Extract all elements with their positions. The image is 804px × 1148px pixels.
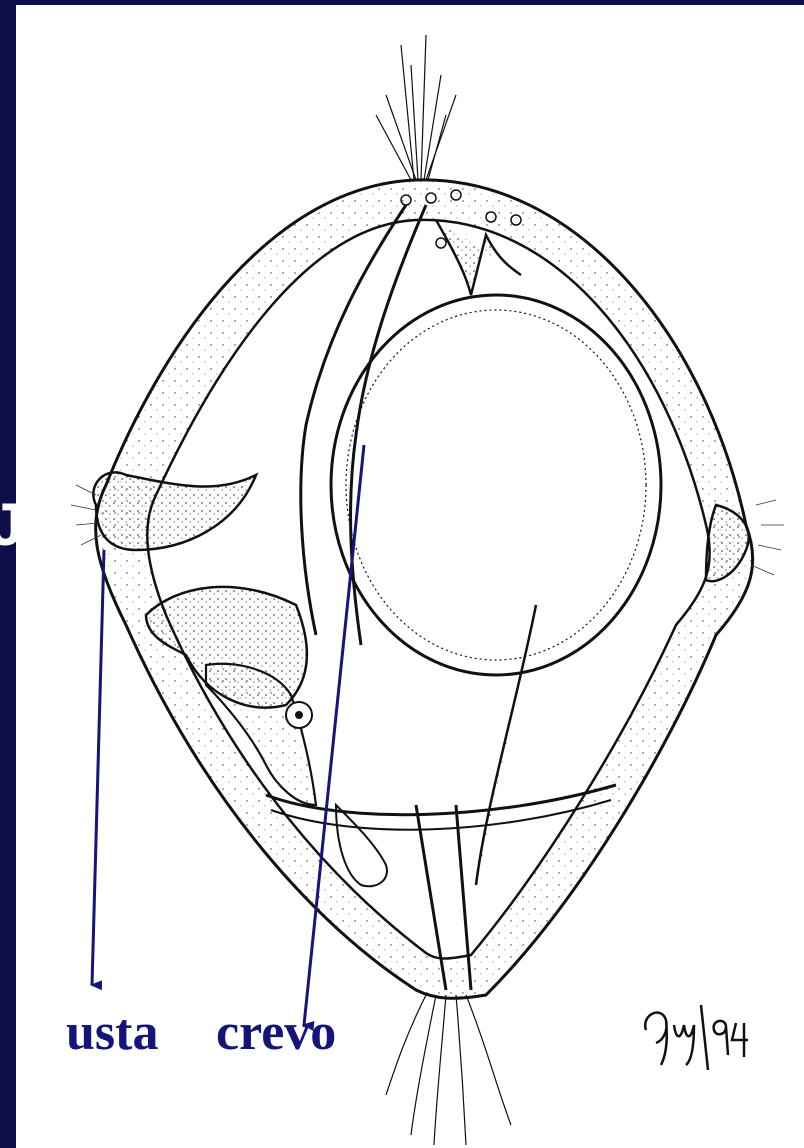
mouth-arrow <box>92 550 104 985</box>
bottom-tentacles <box>386 995 511 1145</box>
slide-left-border: J <box>0 0 16 1148</box>
artist-signature <box>636 985 756 1075</box>
central-sphere <box>331 295 661 675</box>
label-mouth: usta <box>66 1005 158 1061</box>
illustration-panel: usta crevo <box>16 5 804 1148</box>
label-gut: crevo <box>216 1005 336 1061</box>
apical-tuft <box>376 35 456 180</box>
ctenophore-drawing <box>16 5 804 1148</box>
